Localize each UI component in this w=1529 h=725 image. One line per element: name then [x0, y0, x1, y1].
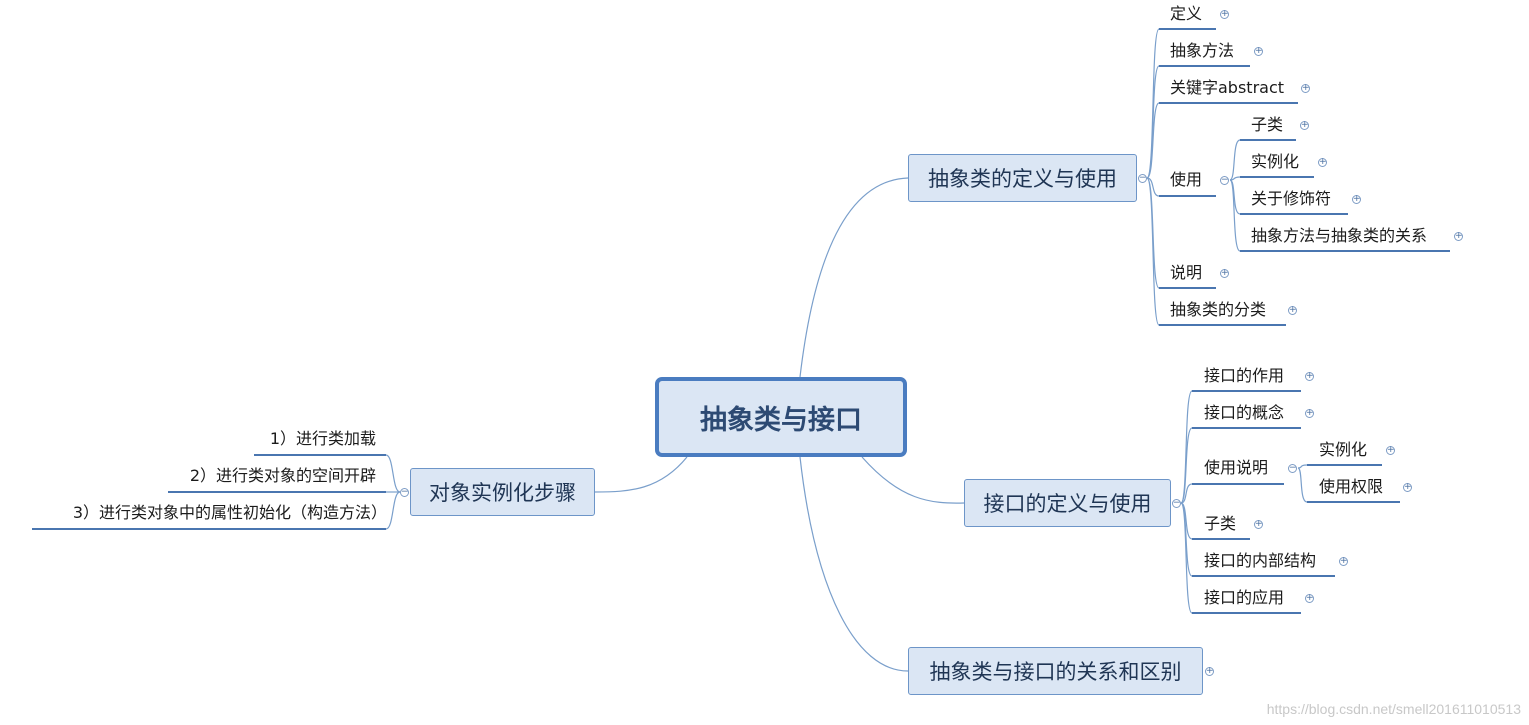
interface-link-0 — [1180, 390, 1193, 504]
subtopic-interface-concept[interactable]: 接口的概念 — [1204, 403, 1285, 422]
expand-icon[interactable]: + — [1305, 371, 1314, 381]
subtopic-interface-application[interactable]: 接口的应用 — [1204, 588, 1285, 607]
subtopic-modifiers[interactable]: 关于修饰符 — [1251, 189, 1332, 208]
subtopic-notes[interactable]: 说明 — [1170, 263, 1203, 282]
link-central-abstract — [799, 177, 909, 378]
expand-icon[interactable]: + — [1220, 9, 1229, 19]
subtopic-interface-purpose[interactable]: 接口的作用 — [1204, 366, 1285, 385]
subtopic-instantiation[interactable]: 实例化 — [1251, 152, 1300, 171]
abstract-link-0 — [1146, 28, 1160, 179]
subtopic-keyword-abstract[interactable]: 关键字abstract — [1170, 78, 1285, 97]
usage-notes-link-0 — [1297, 464, 1308, 469]
subtopic-interface-instantiation[interactable]: 实例化 — [1319, 440, 1368, 459]
subtopic-method-class-relation[interactable]: 抽象方法与抽象类的关系 — [1251, 226, 1428, 245]
expand-icon[interactable]: + — [1288, 305, 1297, 315]
expand-icon[interactable]: + — [1305, 408, 1314, 418]
abstract-link-3 — [1146, 177, 1160, 197]
subtopic-subclass[interactable]: 子类 — [1251, 115, 1284, 134]
expand-icon[interactable]: + — [1305, 593, 1314, 603]
subtopic-abstract-class-types[interactable]: 抽象类的分类 — [1170, 300, 1267, 319]
subtopic-definition[interactable]: 定义 — [1170, 4, 1203, 23]
subtopic-access-rights[interactable]: 使用权限 — [1319, 477, 1384, 496]
subtopic-interface-subclass[interactable]: 子类 — [1204, 514, 1237, 533]
usage-link-0 — [1229, 139, 1241, 181]
collapse-icon[interactable]: − — [1220, 175, 1229, 185]
step-attribute-initialization[interactable]: 3）进行类对象中的属性初始化（构造方法） — [72, 503, 387, 522]
expand-icon[interactable]: + — [1454, 231, 1463, 241]
collapse-icon[interactable]: − — [400, 487, 409, 497]
usage-link-3 — [1229, 179, 1241, 252]
subtopic-internal-structure[interactable]: 接口的内部结构 — [1204, 551, 1317, 570]
link-central-object — [594, 456, 688, 493]
topic-interface[interactable]: 接口的定义与使用 — [964, 479, 1171, 527]
expand-icon[interactable]: + — [1318, 157, 1327, 167]
collapse-icon[interactable]: − — [1138, 173, 1147, 183]
expand-icon[interactable]: + — [1254, 519, 1263, 529]
abstract-link-1 — [1146, 65, 1160, 179]
expand-icon[interactable]: + — [1205, 666, 1214, 676]
interface-link-2 — [1180, 483, 1193, 504]
link-central-interface — [861, 456, 965, 504]
expand-icon[interactable]: + — [1403, 482, 1412, 492]
abstract-link-2 — [1146, 102, 1160, 179]
object-link-2 — [385, 491, 401, 530]
expand-icon[interactable]: + — [1301, 83, 1310, 93]
expand-icon[interactable]: + — [1386, 445, 1395, 455]
topic-relation-difference[interactable]: 抽象类与接口的关系和区别 — [908, 647, 1203, 695]
interface-link-1 — [1180, 427, 1193, 504]
expand-icon[interactable]: + — [1220, 268, 1229, 278]
link-central-relation — [799, 456, 909, 672]
topic-abstract-class[interactable]: 抽象类的定义与使用 — [908, 154, 1137, 202]
usage-link-2 — [1229, 179, 1241, 215]
object-link-0 — [385, 454, 401, 493]
abstract-link-5 — [1146, 177, 1160, 326]
expand-icon[interactable]: + — [1300, 120, 1309, 130]
usage-notes-link-1 — [1297, 467, 1308, 503]
collapse-icon[interactable]: − — [1288, 463, 1297, 473]
step-class-loading[interactable]: 1）进行类加载 — [269, 429, 376, 448]
expand-icon[interactable]: + — [1352, 194, 1361, 204]
collapse-icon[interactable]: − — [1172, 498, 1181, 508]
expand-icon[interactable]: + — [1254, 46, 1263, 56]
step-space-allocation[interactable]: 2）进行类对象的空间开辟 — [189, 466, 376, 485]
central-topic[interactable]: 抽象类与接口 — [655, 377, 907, 457]
interface-link-5 — [1180, 502, 1193, 614]
subtopic-abstract-method[interactable]: 抽象方法 — [1170, 41, 1235, 60]
watermark: https://blog.csdn.net/smell201611010513 — [1266, 701, 1521, 717]
topic-object-instantiation[interactable]: 对象实例化步骤 — [410, 468, 595, 516]
subtopic-usage-notes[interactable]: 使用说明 — [1204, 458, 1269, 477]
subtopic-usage[interactable]: 使用 — [1170, 170, 1203, 189]
expand-icon[interactable]: + — [1339, 556, 1348, 566]
